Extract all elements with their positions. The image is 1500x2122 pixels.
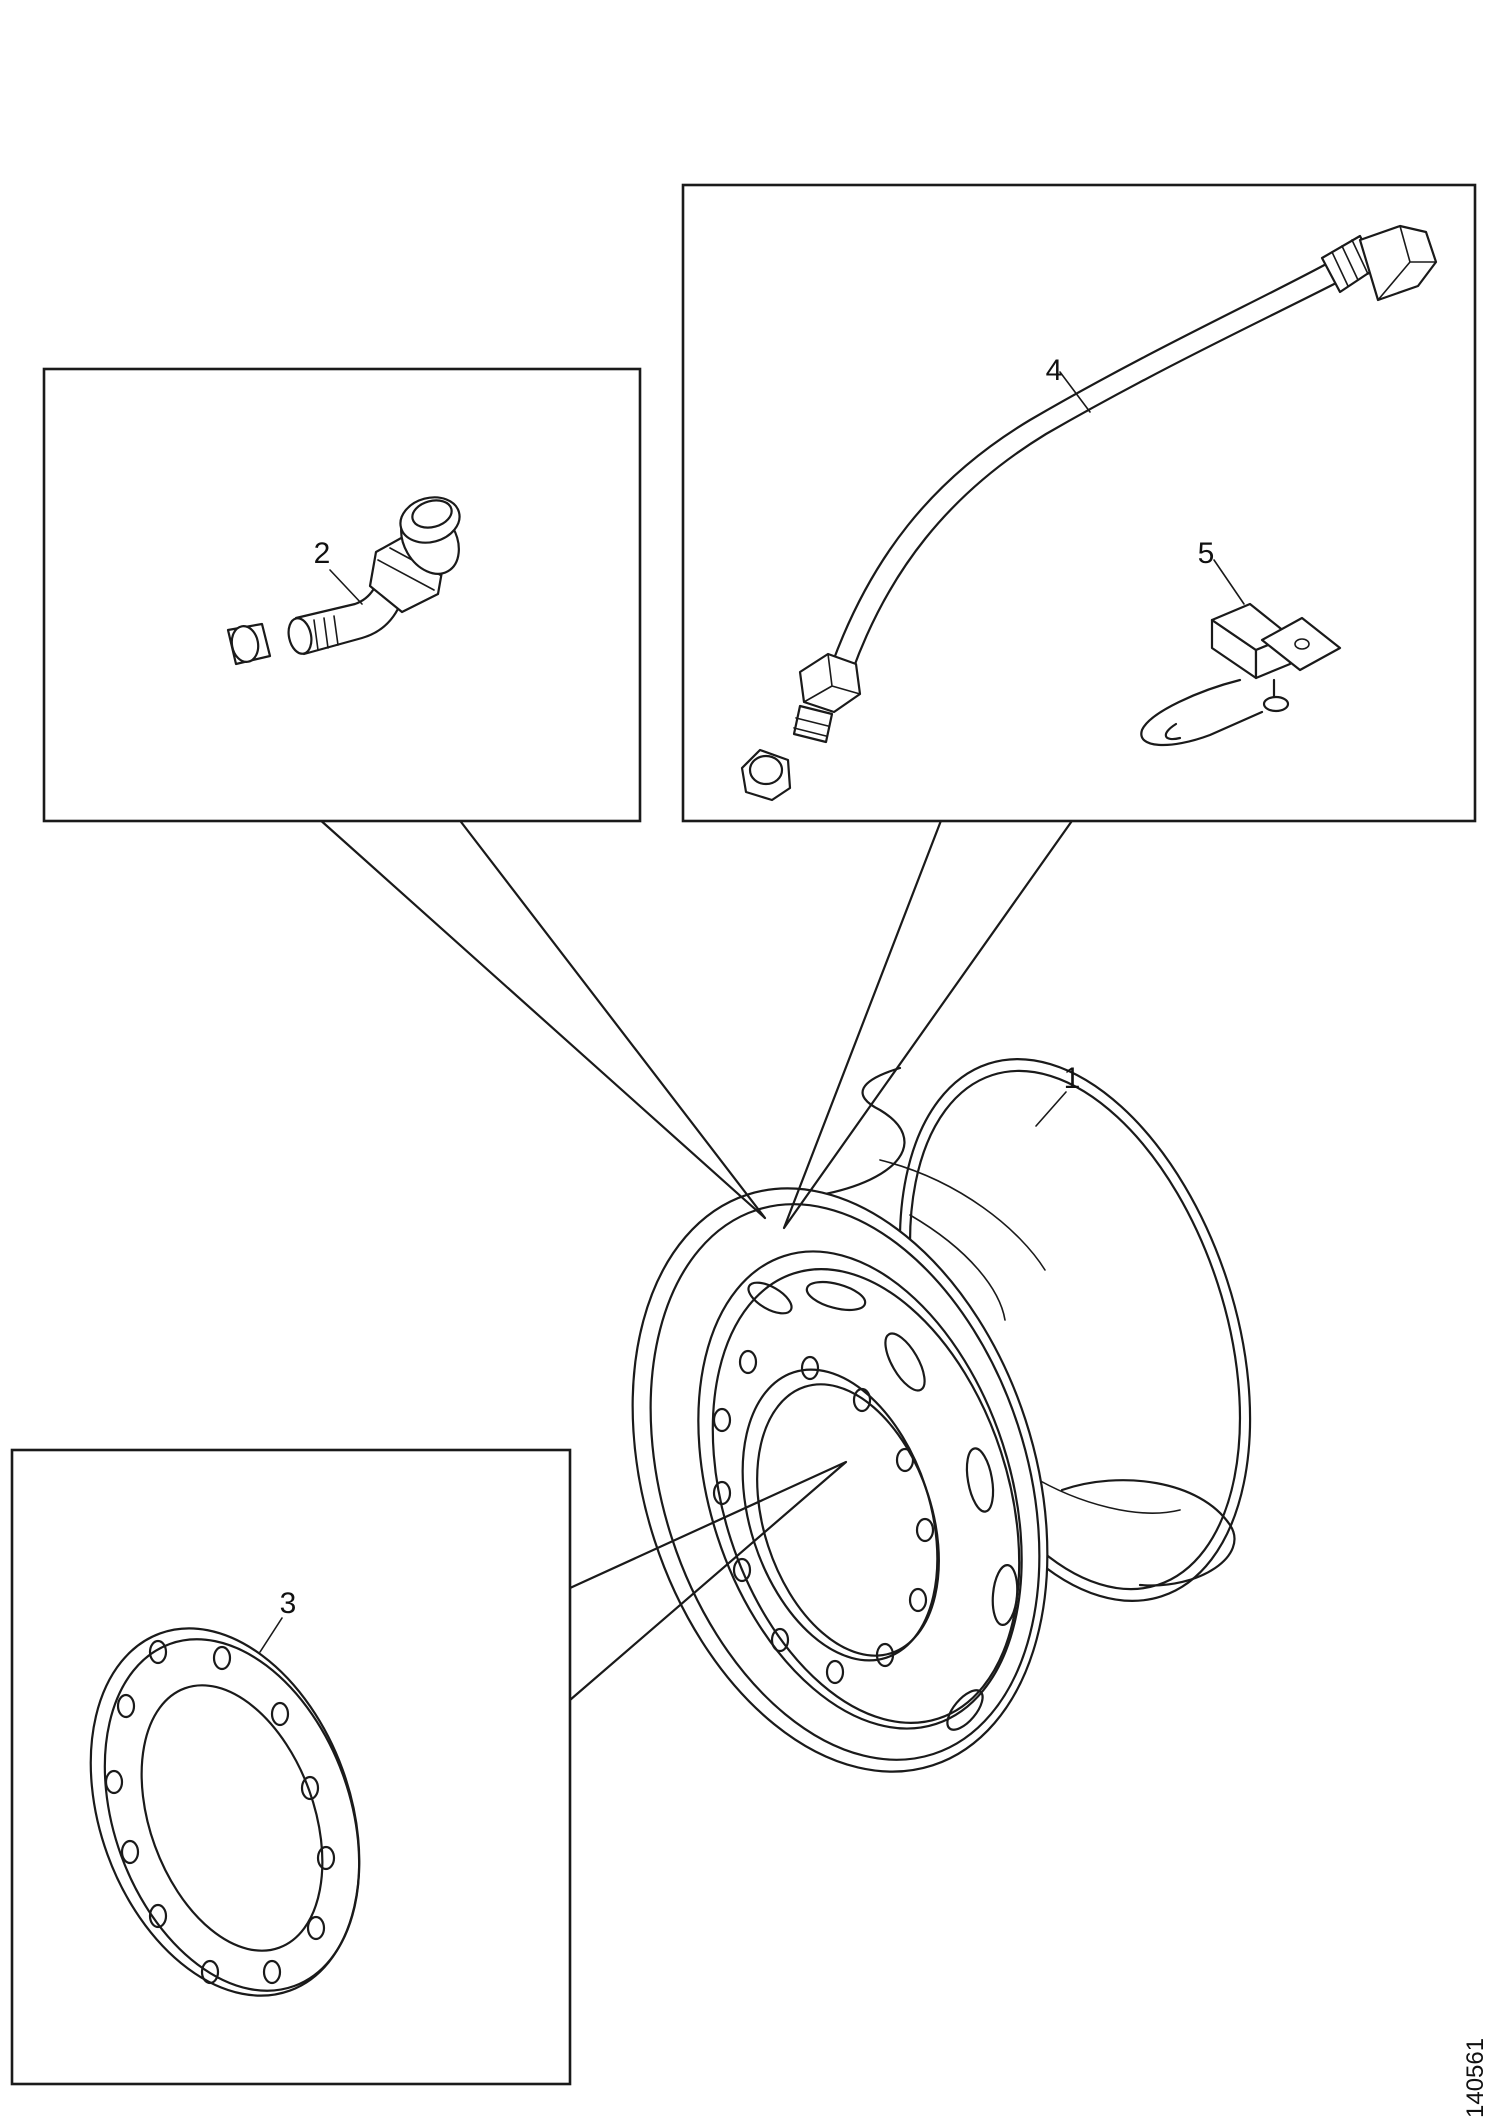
callout-label-4: 4 — [1046, 354, 1063, 387]
wheel-rim — [631, 1058, 1252, 1773]
leader-line-1 — [1035, 1091, 1067, 1127]
valve-extension-hose — [740, 224, 1438, 802]
inset-box-extension: 4 5 — [681, 183, 1477, 823]
inset-box-ring: 3 — [10, 1448, 572, 2086]
callout-label-3: 3 — [280, 1587, 297, 1620]
callout-label-5: 5 — [1198, 537, 1215, 570]
valve-bracket-clip — [1140, 602, 1342, 747]
spacer-ring — [89, 1627, 361, 1997]
valve-stem — [226, 496, 461, 666]
inset-box-valve: 2 — [42, 367, 642, 823]
figure-number: 140561 — [1462, 2038, 1489, 2118]
callout-label-1: 1 — [1064, 1062, 1081, 1095]
callout-label-2: 2 — [314, 537, 331, 570]
callout-wedges — [316, 816, 1076, 1702]
